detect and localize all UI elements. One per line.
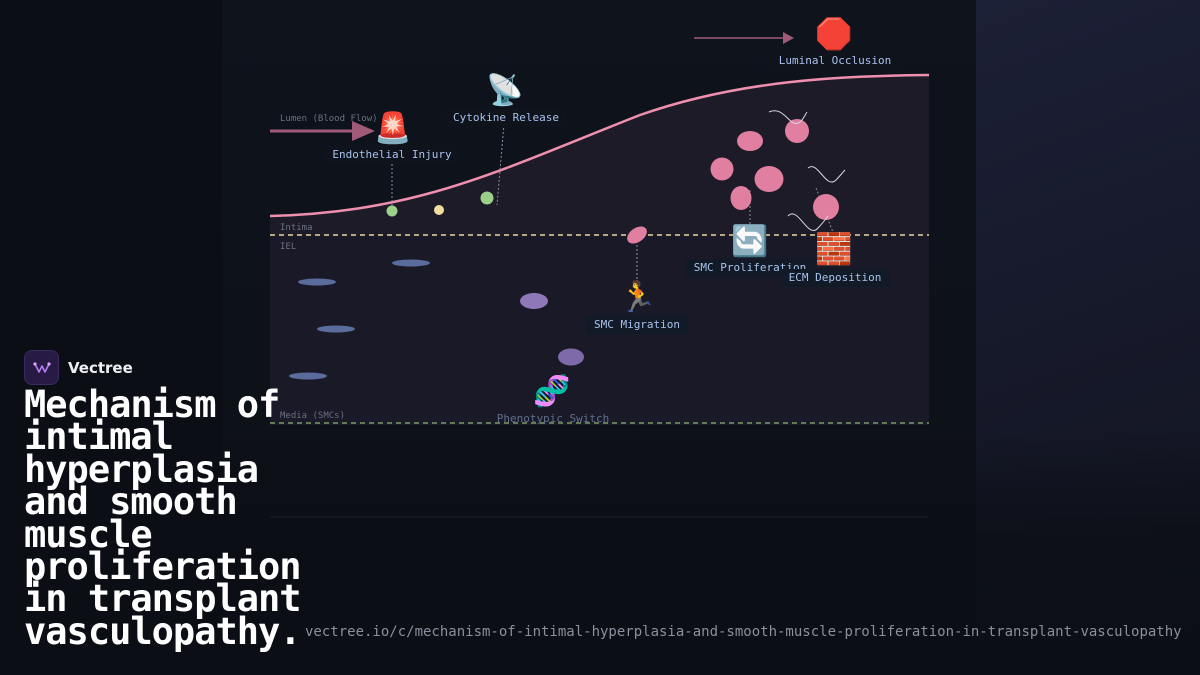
proliferating-smc (754, 166, 784, 192)
proliferating-smc (785, 119, 809, 143)
source-url[interactable]: vectree.io/c/mechanism-of-intimal-hyperp… (305, 624, 1182, 640)
migrating-smc (627, 226, 647, 244)
page-title: Mechanism of intimal hyperplasia and smo… (24, 383, 302, 653)
luminal-occlusion-label: Luminal Occlusion (770, 52, 900, 70)
ecm-fiber (787, 213, 829, 231)
cytokine-signal-cell (480, 191, 494, 205)
media-smc (289, 372, 327, 380)
proliferating-smc (730, 186, 752, 210)
siren-icon: 🚨 (374, 111, 412, 146)
cycle-arrows-icon: 🔄 (731, 224, 769, 259)
media-smc (298, 278, 336, 286)
cytokine-release-label: Cytokine Release (445, 109, 567, 127)
brand: Vectree (24, 350, 133, 385)
proliferating-smc (710, 157, 734, 181)
phenotypic-switch-label: Phenotypic Switch (496, 412, 610, 425)
endothelial-injury-label: Endothelial Injury (324, 146, 460, 164)
proliferating-smc (737, 131, 763, 151)
lumen-layer-label: Lumen (Blood Flow) (280, 114, 378, 124)
media-smc (317, 325, 355, 333)
media-smc (392, 259, 430, 267)
ecm-deposition-label: ECM Deposition (780, 269, 890, 287)
smc-migration-label: SMC Migration (585, 316, 689, 334)
ecm-fiber (807, 166, 846, 183)
running-person-icon: 🏃 (619, 280, 657, 315)
proliferating-smc (813, 194, 839, 220)
dna-icon: 🧬 (533, 374, 571, 409)
intima-layer-label: Intima (280, 223, 313, 233)
stop-sign-icon: 🛑 (815, 17, 853, 52)
intima-boundary-line (269, 73, 930, 218)
lumen-flow-arrow-head (352, 121, 375, 141)
media-layer-label: Media (SMCs) (280, 411, 346, 421)
cytokine-particle (434, 205, 444, 215)
ecm-fiber (768, 110, 808, 125)
injured-endothelial-cell (386, 205, 398, 217)
synthetic-smc (520, 293, 548, 309)
satellite-antenna-icon: 📡 (486, 73, 524, 108)
intima-region (270, 75, 929, 235)
occlusion-arrow-head (783, 32, 794, 44)
brand-name: Vectree (68, 358, 133, 377)
vectree-logo-icon (24, 350, 59, 385)
cytokine-leader-line (496, 123, 505, 206)
bottom-fade-overlay (0, 430, 1200, 675)
iel-layer-label: IEL (280, 242, 297, 252)
brick-wall-icon: 🧱 (815, 232, 853, 267)
synthetic-smc (558, 348, 584, 366)
